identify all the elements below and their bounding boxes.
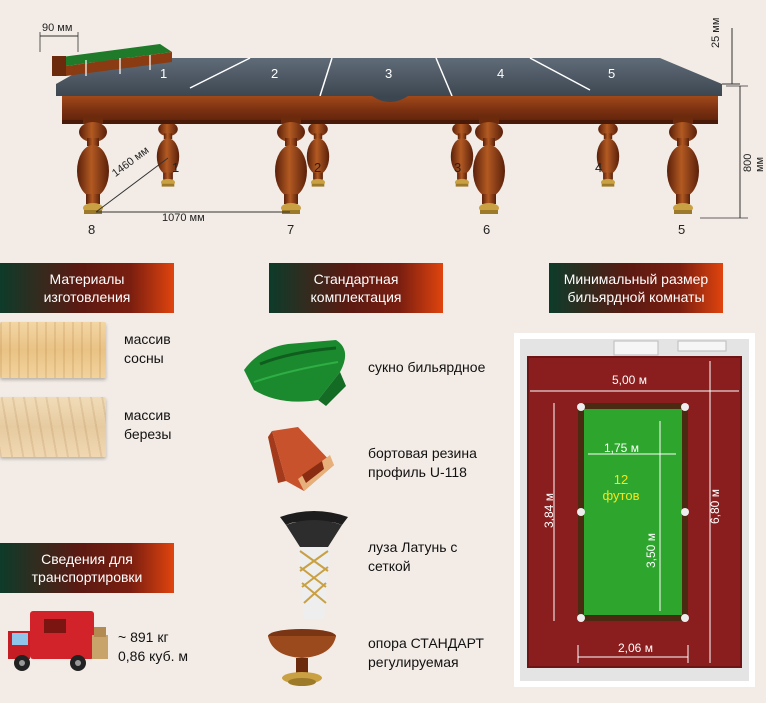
table-width-label: 2,06 м [618, 641, 653, 655]
front-leg-number-7: 7 [287, 222, 295, 237]
kit-rubber-line2: профиль U-118 [368, 464, 467, 480]
back-leg-2 [306, 118, 330, 187]
room-length-label: 6,80 м [708, 489, 722, 524]
back-leg-1 [156, 118, 180, 187]
table-diagram [39, 28, 748, 219]
front-leg-8 [77, 116, 109, 214]
kit-header-text: Стандартная комплектация [310, 271, 402, 305]
back-leg-number-3: 3 [454, 160, 462, 175]
materials-header: Материалы изготовления [0, 263, 174, 313]
slate-top [56, 58, 722, 96]
rail-section [52, 44, 172, 76]
back-leg-3 [450, 118, 474, 187]
room-header-text: Минимальный размер бильярдной комнаты [563, 271, 709, 305]
transport-info: ~ 891 кг 0,86 куб. м [118, 628, 188, 666]
kit-header: Стандартная комплектация [269, 263, 443, 313]
slate-number-1: 1 [160, 66, 168, 81]
transport-header: Сведения для транспортировки [0, 543, 174, 593]
rubber-profile-icon [268, 427, 334, 491]
back-leg-number-1: 1 [172, 160, 180, 175]
slate-number-2: 2 [271, 66, 279, 81]
kit-pocket-line1: луза Латунь с [368, 539, 458, 555]
kit-rubber-line1: бортовая резина [368, 445, 477, 461]
leg-span-label: 1070 мм [162, 212, 205, 224]
back-leg-number-2: 2 [314, 160, 322, 175]
material-birch-line2: березы [124, 426, 172, 442]
kit-rubber: бортовая резина профиль U-118 [368, 444, 477, 482]
leg-support-icon [268, 629, 336, 686]
materials-header-text: Материалы изготовления [43, 271, 131, 305]
table-size-unit: футов [602, 488, 640, 503]
front-leg-number-5: 5 [678, 222, 686, 237]
front-leg-5 [667, 116, 699, 214]
material-pine-line2: сосны [124, 350, 164, 366]
front-leg-7 [275, 116, 307, 214]
slate-number-5: 5 [608, 66, 616, 81]
room-plan-drawing [520, 339, 749, 681]
transport-weight: ~ 891 кг [118, 629, 169, 645]
slate-number-4: 4 [497, 66, 505, 81]
front-leg-number-6: 6 [483, 222, 491, 237]
slate-thickness-label: 25 мм [710, 17, 722, 48]
table-length-label: 3,84 м [542, 493, 556, 528]
transport-volume: 0,86 куб. м [118, 648, 188, 664]
table-size-label: 12 футов [596, 472, 646, 504]
table-height-label: 800 мм [742, 153, 766, 172]
transport-header-text: Сведения для транспортировки [31, 551, 143, 585]
pine-wood-sample [0, 322, 106, 378]
kit-pocket: луза Латунь с сеткой [368, 538, 457, 576]
material-birch: массив березы [124, 406, 171, 444]
back-leg-number-4: 4 [595, 160, 603, 175]
kit-cloth: сукно бильярдное [368, 358, 485, 377]
front-leg-6 [473, 116, 505, 214]
kit-support-line2: регулируемая [368, 654, 459, 670]
pocket-icon [280, 511, 348, 619]
back-leg-4 [596, 118, 620, 187]
kit-support: опора СТАНДАРТ регулируемая [368, 634, 484, 672]
play-length-label: 3,50 м [644, 533, 658, 568]
kit-cloth-line1: сукно бильярдное [368, 359, 486, 375]
material-pine: массив сосны [124, 330, 171, 368]
room-header: Минимальный размер бильярдной комнаты [549, 263, 723, 313]
delivery-truck-icon [8, 611, 108, 671]
rail-width-label: 90 мм [42, 22, 73, 34]
material-pine-line1: массив [124, 331, 171, 347]
material-birch-line1: массив [124, 407, 171, 423]
play-width-label: 1,75 м [604, 441, 639, 455]
kit-support-line1: опора СТАНДАРТ [368, 635, 484, 651]
slate-number-3: 3 [385, 66, 393, 81]
front-leg-number-8: 8 [88, 222, 96, 237]
kit-pocket-line2: сеткой [368, 558, 411, 574]
birch-wood-sample [0, 397, 106, 457]
room-width-label: 5,00 м [612, 373, 647, 387]
table-size-number: 12 [613, 472, 629, 487]
cloth-icon [244, 340, 346, 406]
